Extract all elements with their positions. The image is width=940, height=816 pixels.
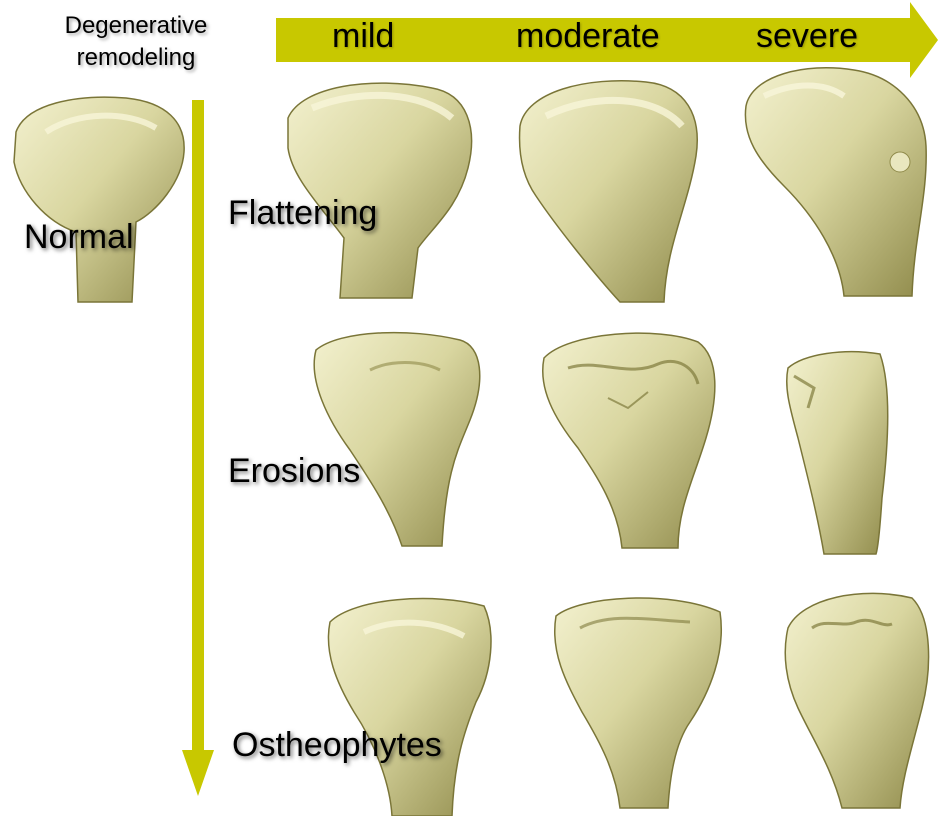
degenerative-remodeling-label: Degenerative remodeling: [26, 10, 246, 74]
row-label-flattening: Flattening: [228, 194, 377, 233]
bone-erosions-moderate: [538, 328, 722, 552]
bone-ostheophytes-severe: [782, 588, 934, 812]
corner-label-line1: Degenerative: [26, 10, 246, 42]
bone-erosions-severe: [784, 348, 894, 558]
bone-flattening-moderate: [516, 76, 704, 304]
column-label-moderate: moderate: [516, 16, 660, 56]
column-label-mild: mild: [332, 16, 394, 56]
column-label-severe: severe: [756, 16, 858, 56]
bone-erosions-mild: [310, 330, 486, 550]
row-label-normal: Normal: [24, 218, 134, 257]
bone-flattening-mild: [282, 78, 482, 300]
bone-ostheophytes-mild: [324, 592, 496, 816]
row-label-erosions: Erosions: [228, 452, 360, 491]
row-label-ostheophytes: Ostheophytes: [232, 726, 442, 765]
bone-ostheophytes-moderate: [550, 592, 728, 812]
corner-label-line2: remodeling: [26, 42, 246, 74]
bone-flattening-severe: [744, 66, 936, 300]
bone-normal: [6, 92, 196, 304]
